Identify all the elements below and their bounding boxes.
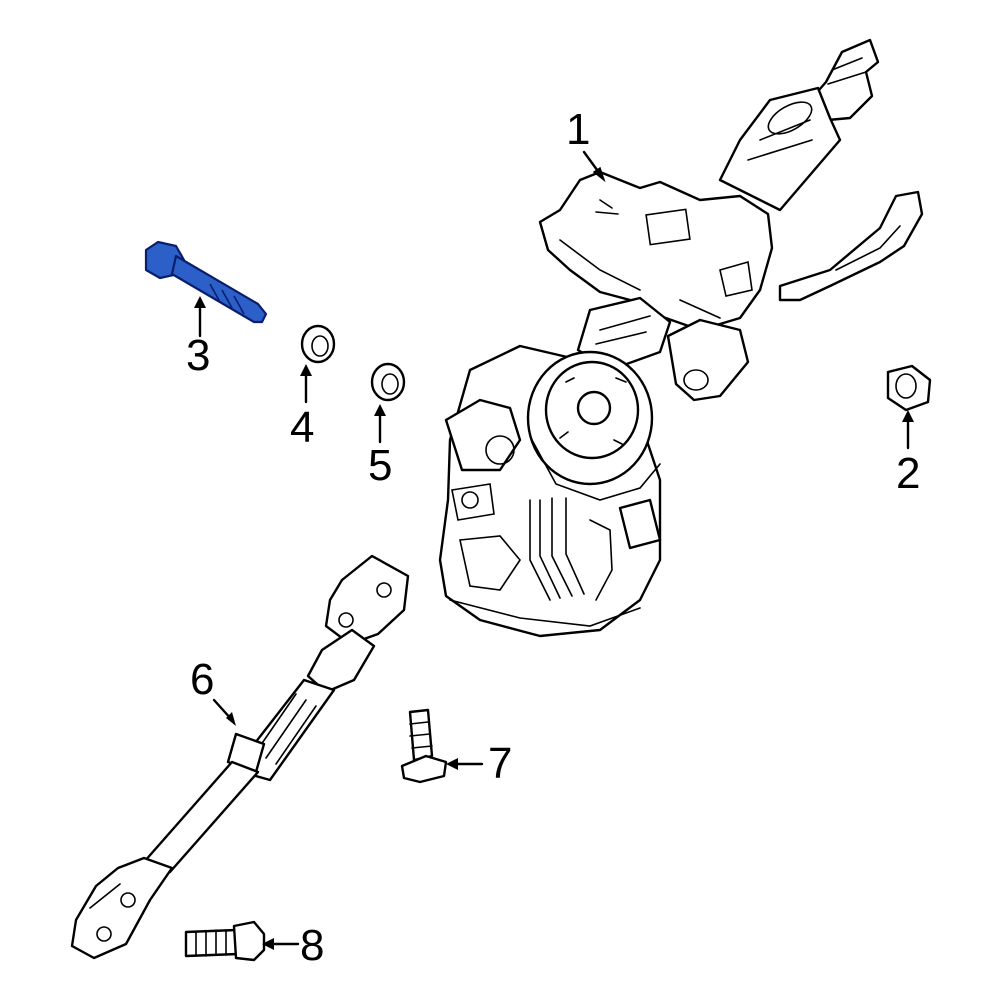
bolt-part-3[interactable] <box>144 240 268 338</box>
steering-column-part-1[interactable] <box>438 38 924 638</box>
callout-1-leader <box>582 150 606 183</box>
washer-part-4[interactable] <box>300 324 336 404</box>
callout-number-1: 1 <box>566 105 591 154</box>
callout-number-3: 3 <box>186 331 211 380</box>
callout-number-8: 8 <box>300 921 325 970</box>
callout-number-5: 5 <box>368 441 393 490</box>
bolt-part-8[interactable] <box>184 920 300 962</box>
washer-part-5[interactable] <box>370 362 406 444</box>
callout-number-6: 6 <box>190 655 215 704</box>
callout-number-2: 2 <box>896 449 921 498</box>
callout-6-leader <box>212 698 236 726</box>
callout-number-4: 4 <box>290 403 315 452</box>
nut-part-2[interactable] <box>886 364 932 450</box>
callout-number-7: 7 <box>488 739 513 788</box>
stud-bolt-part-7[interactable] <box>400 708 484 784</box>
intermediate-shaft-part-6[interactable] <box>70 554 410 960</box>
